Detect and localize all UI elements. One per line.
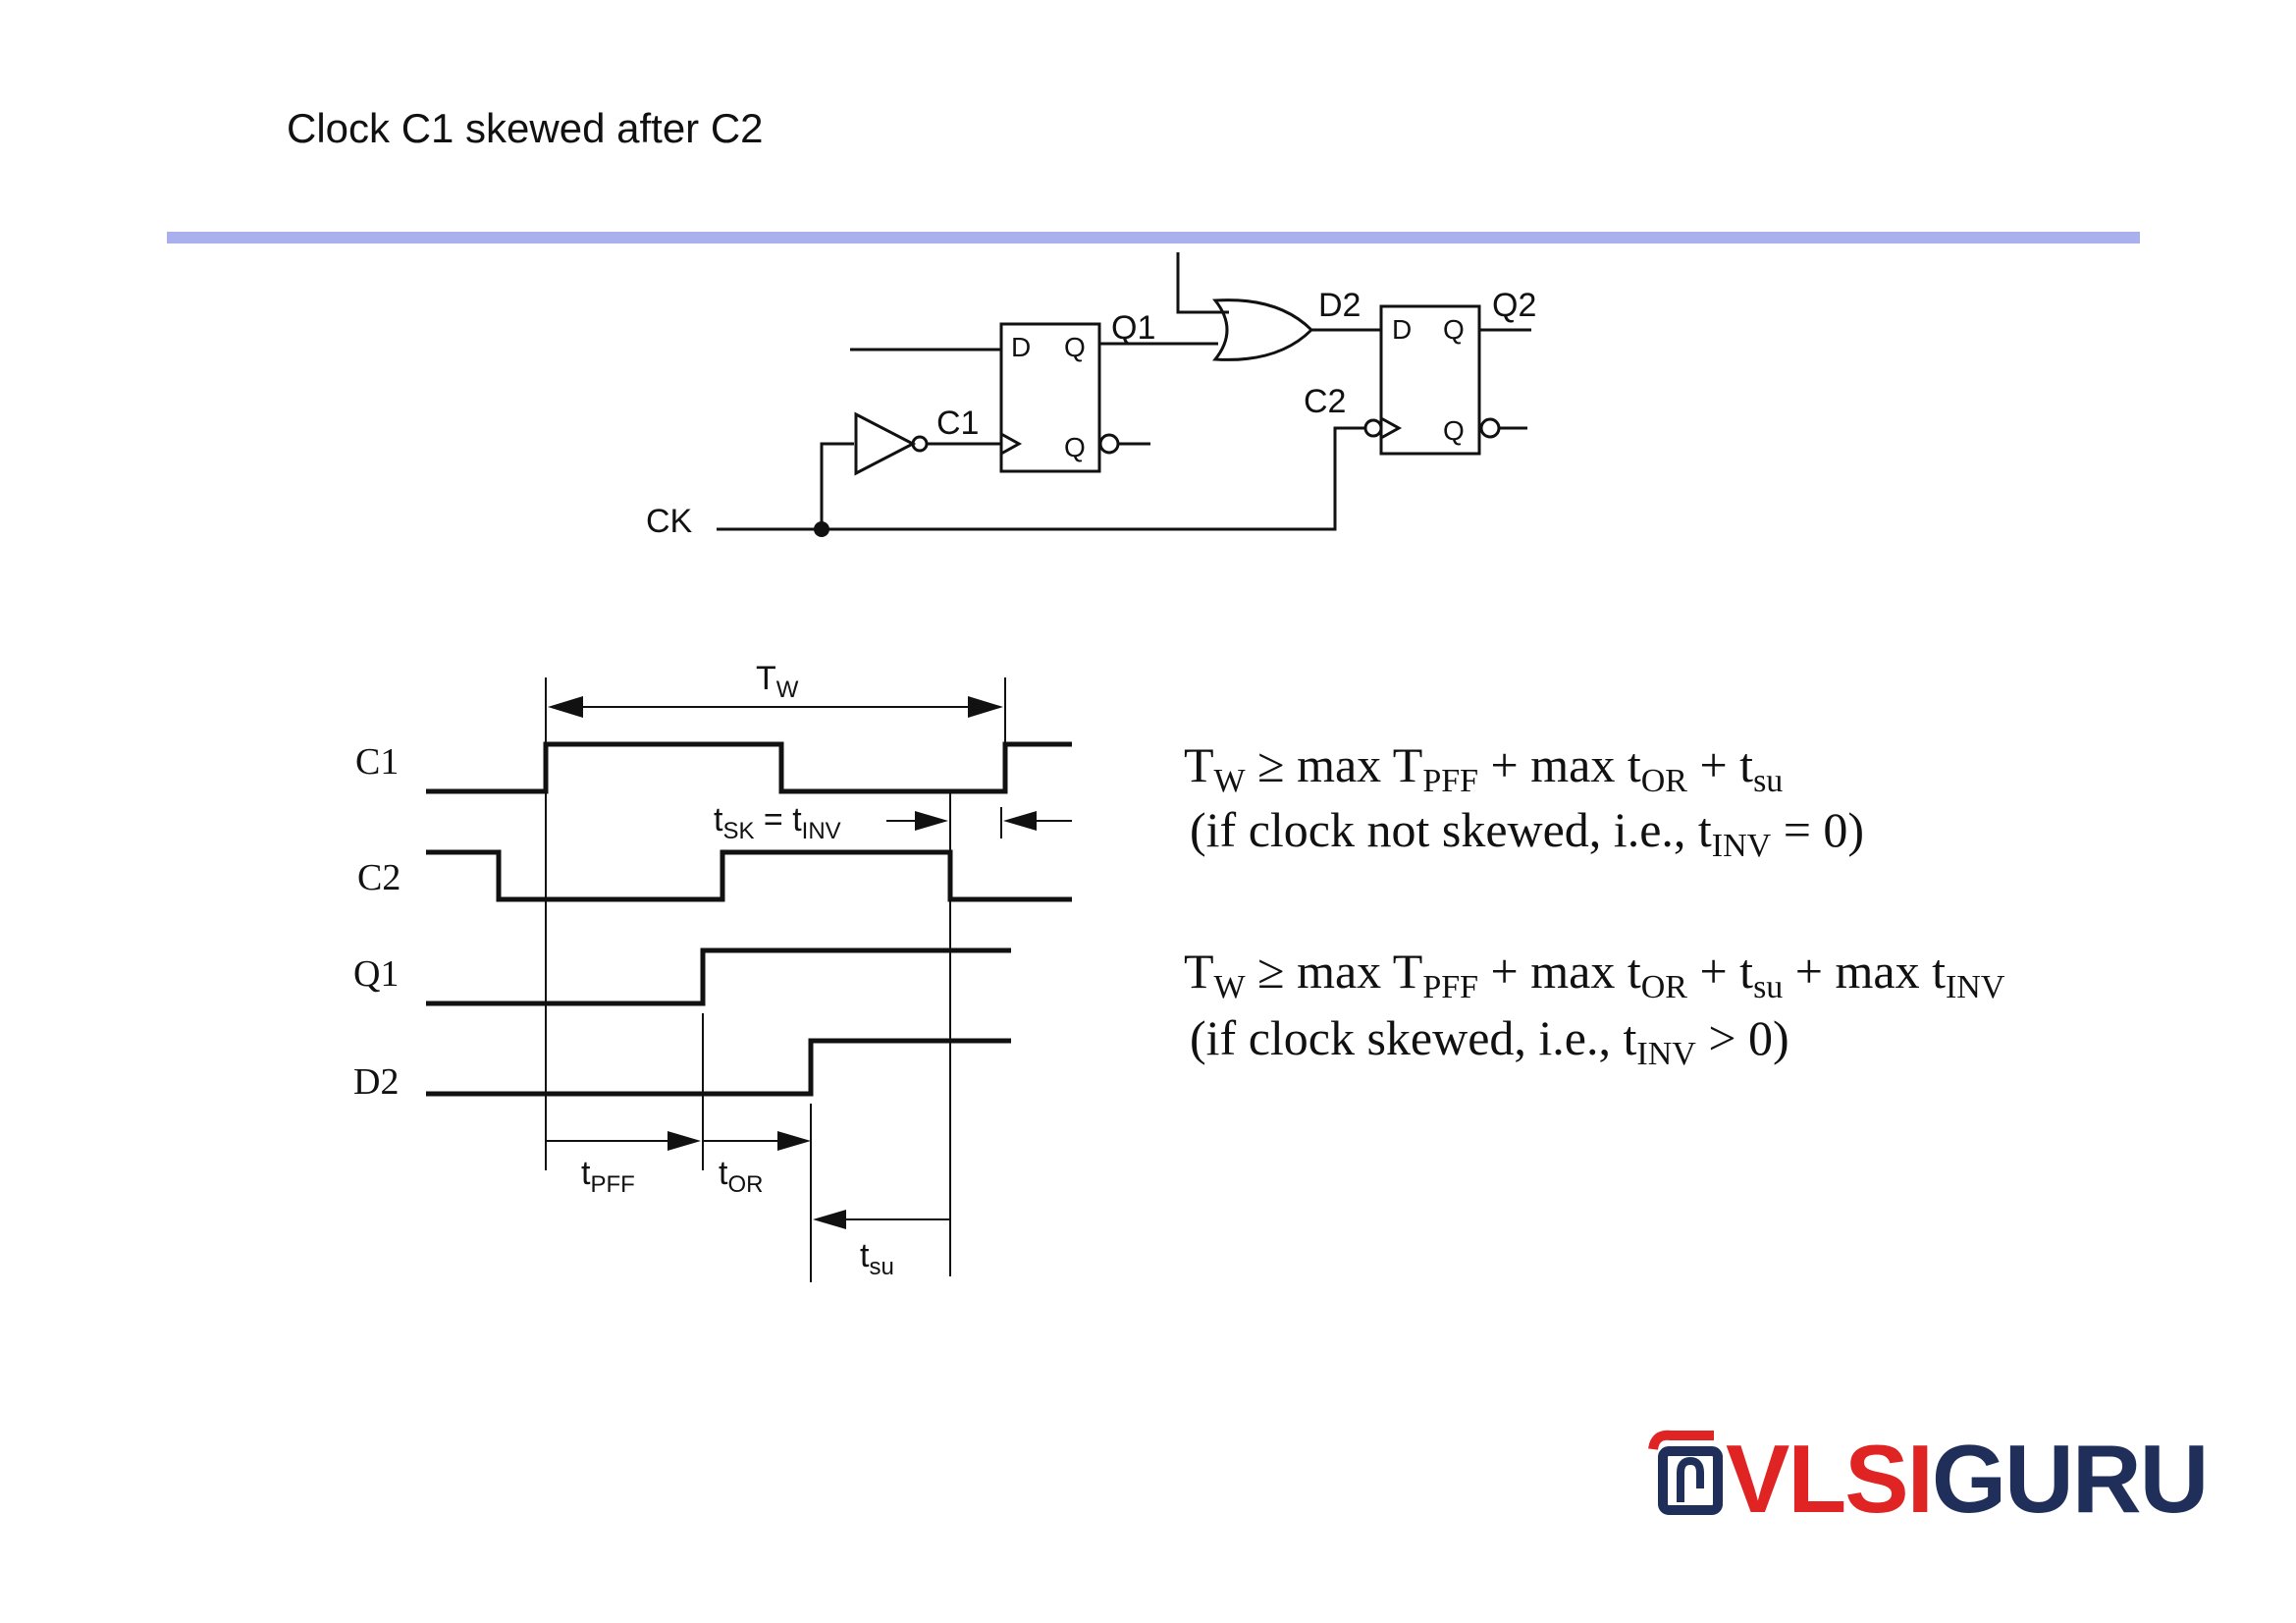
equation-unskewed: TW ≥ max TPFF + max tOR + tsu [1184, 737, 1783, 799]
timing-diagram: C1 C2 Q1 D2 TW tSK = tINV tPFF [353, 660, 1072, 1282]
or-input-wire [1176, 252, 1229, 314]
q1-waveform [426, 947, 1011, 1006]
ff2-qbar-pin: Q [1443, 415, 1465, 446]
ff1-d-pin: D [1011, 332, 1031, 362]
note-unskewed: (if clock not skewed, i.e., tINV = 0) [1190, 802, 1864, 864]
tor-arrow-head [777, 1131, 811, 1151]
ff1-qbar-pin: Q [1064, 432, 1086, 462]
slide-title: Clock C1 skewed after C2 [287, 105, 764, 151]
tpff-label: tPFF [581, 1155, 635, 1198]
ff1-body [999, 322, 1101, 473]
title-underline [167, 232, 2140, 243]
c2-waveform [426, 849, 1072, 902]
ff1-clock-triangle [1000, 432, 1023, 456]
tsu-label: tsu [860, 1237, 894, 1280]
ck-wire [717, 426, 1366, 531]
tw-label: TW [756, 660, 799, 703]
ff2-q-pin: Q [1443, 314, 1465, 345]
equations: TW ≥ max TPFF + max tOR + tsu (if clock … [1184, 737, 2005, 1072]
or-gate [1212, 298, 1314, 361]
q1-label: Q1 [1111, 309, 1155, 347]
tpff-arrow-head [667, 1131, 701, 1151]
flip-flop-1: D Q Q [999, 322, 1150, 473]
circuit-diagram: CK C1 D Q Q Q1 D2 C2 [646, 252, 1536, 540]
signal-label-c1: C1 [355, 741, 399, 783]
ck-label: CK [646, 503, 693, 540]
equation-skewed: TW ≥ max TPFF + max tOR + tsu + max tINV [1184, 944, 2005, 1005]
logo-mark-icon [1648, 1430, 1723, 1515]
signal-label-d2: D2 [353, 1061, 399, 1103]
ck-branch-wire [820, 442, 854, 529]
tw-arrow-left [548, 696, 583, 718]
q2-label: Q2 [1492, 287, 1536, 324]
d2-waveform [426, 1038, 1011, 1097]
d2-label: D2 [1318, 287, 1361, 324]
tsu-arrow-head [813, 1210, 846, 1229]
vlsiguru-logo: VLSIGURU [1648, 1425, 2209, 1533]
ff2-d-pin: D [1392, 314, 1412, 345]
signal-label-c2: C2 [357, 857, 400, 898]
ff2-clock-bubble [1363, 418, 1383, 438]
ff2-qbar-bubble [1479, 417, 1501, 439]
tor-label: tOR [719, 1155, 763, 1198]
tw-arrow-right [968, 696, 1003, 718]
logo-wordmark: VLSIGURU [1726, 1425, 2207, 1533]
ff1-qbar-bubble [1098, 433, 1120, 455]
c2-label: C2 [1304, 383, 1346, 420]
c1-waveform [426, 741, 1072, 794]
signal-label-q1: Q1 [353, 953, 399, 995]
tsk-arrow-left [1003, 811, 1037, 831]
note-skewed: (if clock skewed, i.e., tINV > 0) [1190, 1010, 1789, 1072]
tsk-arrow-right [915, 811, 948, 831]
ff2-clock-triangle [1380, 416, 1403, 440]
tsk-label: tSK = tINV [714, 801, 841, 844]
ff1-q-pin: Q [1064, 332, 1086, 362]
ff2-body [1379, 304, 1481, 456]
flip-flop-2: D Q Q [1363, 304, 1531, 456]
c1-label: C1 [936, 405, 979, 442]
inverter-gate [854, 411, 917, 476]
